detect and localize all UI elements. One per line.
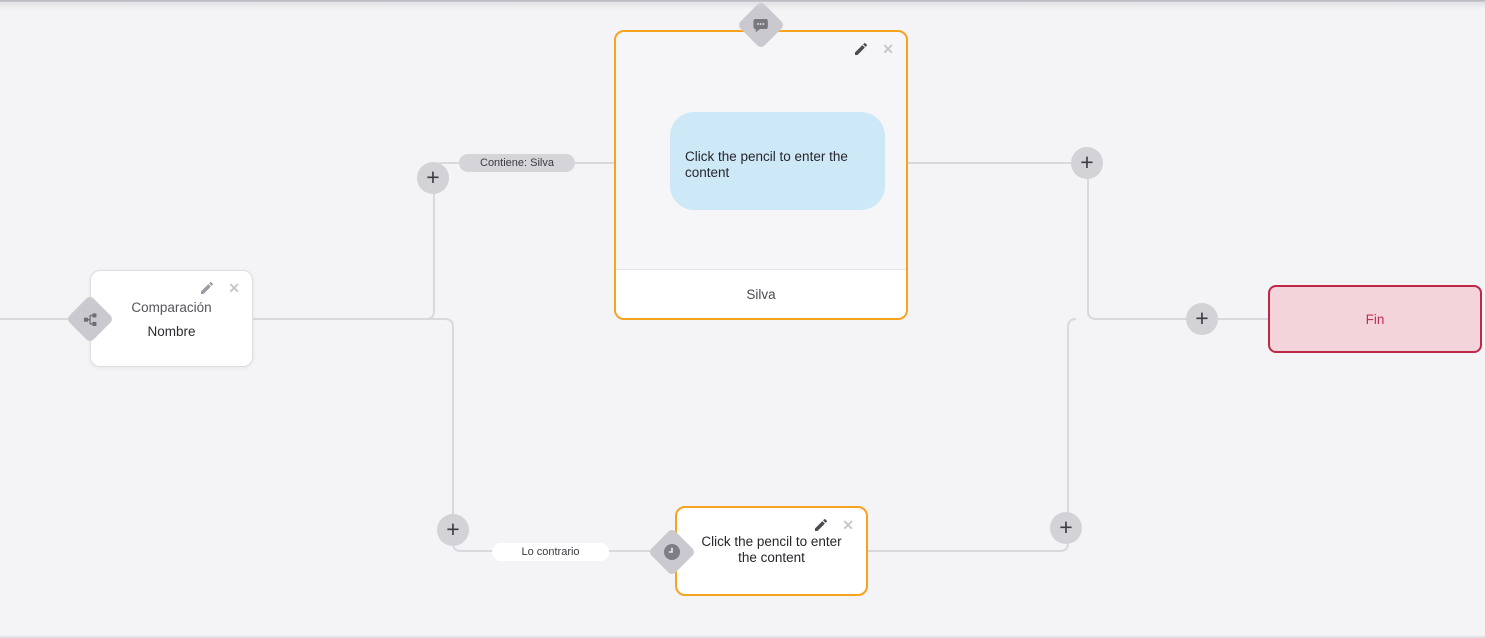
edge-condition-to-otherwise <box>253 318 494 552</box>
condition-node-title: Comparación <box>131 300 212 315</box>
edge-delay-to-end <box>868 318 1077 552</box>
add-block-button-before-end[interactable]: + <box>1186 303 1218 335</box>
add-block-button-after-message[interactable]: + <box>1071 147 1103 179</box>
close-icon[interactable]: ✕ <box>228 280 240 296</box>
add-block-button-after-delay[interactable]: + <box>1050 512 1082 544</box>
message-node-footer: Silva <box>616 269 906 318</box>
message-bubble-text: Click the pencil to enter the content <box>685 149 848 180</box>
delay-node-text: Click the pencil to enter the content <box>701 534 842 565</box>
end-node[interactable]: Fin <box>1268 285 1482 353</box>
clock-icon-connector[interactable] <box>647 527 697 577</box>
add-block-button-contains[interactable]: + <box>417 162 449 194</box>
message-bubble[interactable]: Click the pencil to enter the content <box>670 112 885 210</box>
message-node[interactable]: ✕ Click the pencil to enter the content … <box>614 30 908 320</box>
message-connector[interactable] <box>736 0 786 50</box>
canvas-bottom-edge <box>0 636 1485 638</box>
end-node-label: Fin <box>1365 311 1385 327</box>
message-node-name: Silva <box>746 286 776 302</box>
edge-label-contains[interactable]: Contiene: Silva <box>459 154 575 172</box>
clock-icon <box>663 543 681 561</box>
branch-icon <box>83 312 98 327</box>
condition-node-variable: Nombre <box>147 324 196 339</box>
edit-pencil-icon[interactable] <box>199 280 215 296</box>
edge-message-to-end <box>907 162 1268 320</box>
canvas-top-edge <box>0 0 1485 10</box>
edit-pencil-icon[interactable] <box>813 517 829 533</box>
condition-connector[interactable] <box>65 294 115 344</box>
close-icon[interactable]: ✕ <box>882 41 894 57</box>
edit-pencil-icon[interactable] <box>853 41 869 57</box>
edge-label-otherwise[interactable]: Lo contrario <box>492 543 609 561</box>
condition-node[interactable]: ✕ Comparación Nombre <box>90 270 253 367</box>
close-icon[interactable]: ✕ <box>842 517 854 533</box>
speech-bubble-icon <box>752 17 770 34</box>
add-block-button-otherwise[interactable]: + <box>437 514 469 546</box>
delay-node[interactable]: ✕ Click the pencil to enter the content <box>675 506 868 596</box>
